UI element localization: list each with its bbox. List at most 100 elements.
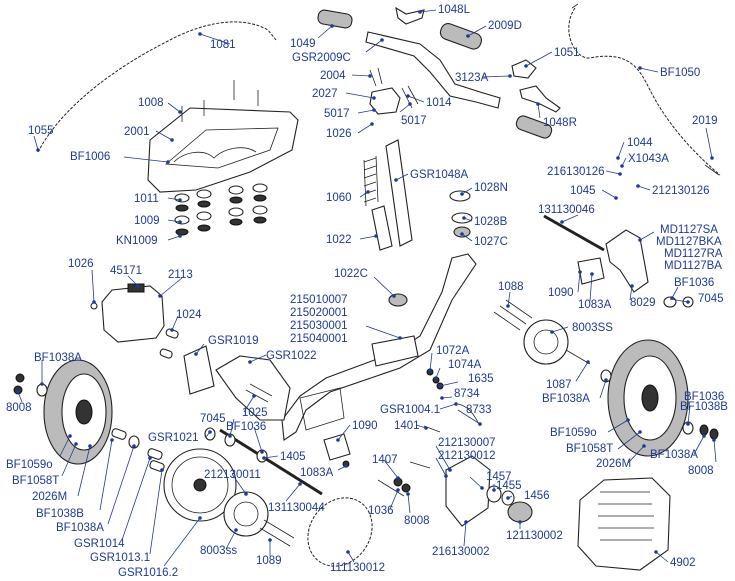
label-1022: 1022 [326, 234, 352, 246]
wheel-left [43, 359, 113, 465]
label-1026a: 1026 [326, 128, 352, 140]
caliper-1090 [323, 433, 351, 461]
label-215020001: 215020001 [290, 307, 348, 319]
label-1405: 1405 [280, 451, 306, 463]
label-GSR1019: GSR1019 [208, 335, 259, 347]
frame-bracket [299, 387, 345, 431]
lever-3123a [519, 85, 561, 113]
label-1088: 1088 [498, 281, 524, 293]
label-BF1038Bb: BF1038B [36, 508, 84, 520]
label-1456: 1456 [524, 490, 550, 502]
label-1022C: 1022C [334, 268, 368, 280]
label-8733: 8733 [466, 404, 492, 416]
clutch-216130002 [445, 455, 491, 527]
label-2004: 2004 [320, 70, 346, 82]
label-1083Aa: 1083A [578, 299, 612, 311]
label-1036: 1036 [368, 505, 394, 517]
label-1024: 1024 [176, 309, 202, 321]
label-BF1059o_a: BF1059o [6, 459, 53, 471]
sprocket-gsr1013 [163, 448, 237, 522]
label-1087: 1087 [546, 379, 572, 391]
chain-guard-gsr1022 [215, 355, 291, 421]
deck-logo [173, 147, 257, 163]
label-BF1036a: BF1036 [674, 277, 714, 289]
label-1049: 1049 [290, 38, 316, 50]
wheel-washers [13, 296, 719, 440]
spacers-left [111, 328, 268, 472]
label-1635: 1635 [468, 373, 494, 385]
label-MD1127SA: MD1127SA [660, 224, 718, 236]
label-GSR1021: GSR1021 [148, 432, 199, 444]
deck-inner [165, 127, 279, 169]
bearing-1027c [453, 226, 471, 238]
spring-1060 [363, 155, 379, 207]
label-2113: 2113 [168, 269, 193, 281]
lever-1048l [395, 6, 425, 25]
label-1008: 1008 [138, 97, 164, 109]
cable-end [571, 3, 720, 176]
label-1028N: 1028N [474, 182, 508, 194]
label-GSR1022: GSR1022 [266, 350, 317, 362]
tank-cap-45171 [127, 283, 145, 293]
brake-disc-8003ss [523, 319, 569, 365]
label-MD1127BKA: MD1127BKA [656, 236, 722, 248]
label-BF1038Ab: BF1038A [542, 393, 590, 405]
label-5017a: 5017 [324, 108, 350, 120]
label-1027C: 1027C [474, 236, 508, 248]
label-212130126: 212130126 [652, 185, 710, 197]
bracket-gsr1019 [183, 345, 215, 395]
chain-111130012 [307, 497, 373, 567]
label-8008b: 8008 [688, 465, 714, 477]
label-1011: 1011 [134, 193, 159, 205]
deck-2001 [147, 107, 299, 193]
label-BF1006: BF1006 [70, 151, 110, 163]
label-1401: 1401 [394, 420, 420, 432]
label-1090a: 1090 [548, 287, 574, 299]
washer-1028n [449, 190, 471, 202]
label-1089: 1089 [256, 555, 282, 567]
label-121130002: 121130002 [506, 530, 563, 542]
engine-fins [598, 491, 654, 541]
grip-1048r [515, 115, 553, 139]
label-215010007: 215010007 [290, 294, 348, 306]
fuel-tank-2113 [101, 285, 165, 343]
label-1045: 1045 [570, 185, 596, 197]
label-GSR1048A: GSR1048A [410, 169, 469, 181]
label-GSR1014: GSR1014 [74, 538, 125, 550]
label-BF1038Aa: BF1038A [34, 352, 82, 364]
label-8029: 8029 [630, 297, 656, 309]
label-X1043A: X1043A [628, 153, 669, 165]
label-1048R: 1048R [543, 117, 577, 129]
throttle-1051 [511, 59, 537, 79]
label-1457: 1457 [486, 471, 512, 483]
label-1407: 1407 [372, 454, 398, 466]
label-BF1038Ad: BF1038A [56, 522, 104, 534]
label-215030001: 215030001 [290, 320, 348, 332]
label-212130007: 212130007 [438, 437, 496, 449]
label-4902: 4902 [670, 557, 696, 569]
label-111130012: 111130012 [330, 562, 385, 574]
label-1072A: 1072A [436, 345, 470, 357]
label-215040001: 215040001 [290, 333, 348, 345]
leader-lines [16, 9, 717, 567]
label-131130046: 131130046 [538, 204, 595, 216]
label-3123A: 3123A [455, 72, 489, 84]
grip-2009d [439, 23, 482, 50]
label-GSR1004.1: GSR1004.1 [380, 404, 440, 416]
handlebar-gsr2009c [365, 31, 501, 109]
label-2009D: 2009D [488, 20, 522, 32]
washer-1028b [451, 212, 473, 224]
brake-cable-bf1050 [568, 7, 721, 176]
part-drawings [13, 3, 721, 571]
label-2026M_a: 2026M [32, 491, 67, 503]
label-1051: 1051 [554, 47, 580, 59]
label-1060: 1060 [326, 192, 352, 204]
label-216130126: 216130126 [547, 166, 605, 178]
label-131130044: 131130044 [268, 502, 325, 514]
label-BF1058T_b: BF1058T [566, 443, 613, 455]
label-BF1036c: BF1036 [684, 391, 724, 403]
label-2026M_b: 2026M [596, 458, 631, 470]
label-BF1059o_b: BF1059o [550, 427, 597, 439]
label-KN1009: KN1009 [116, 235, 158, 247]
